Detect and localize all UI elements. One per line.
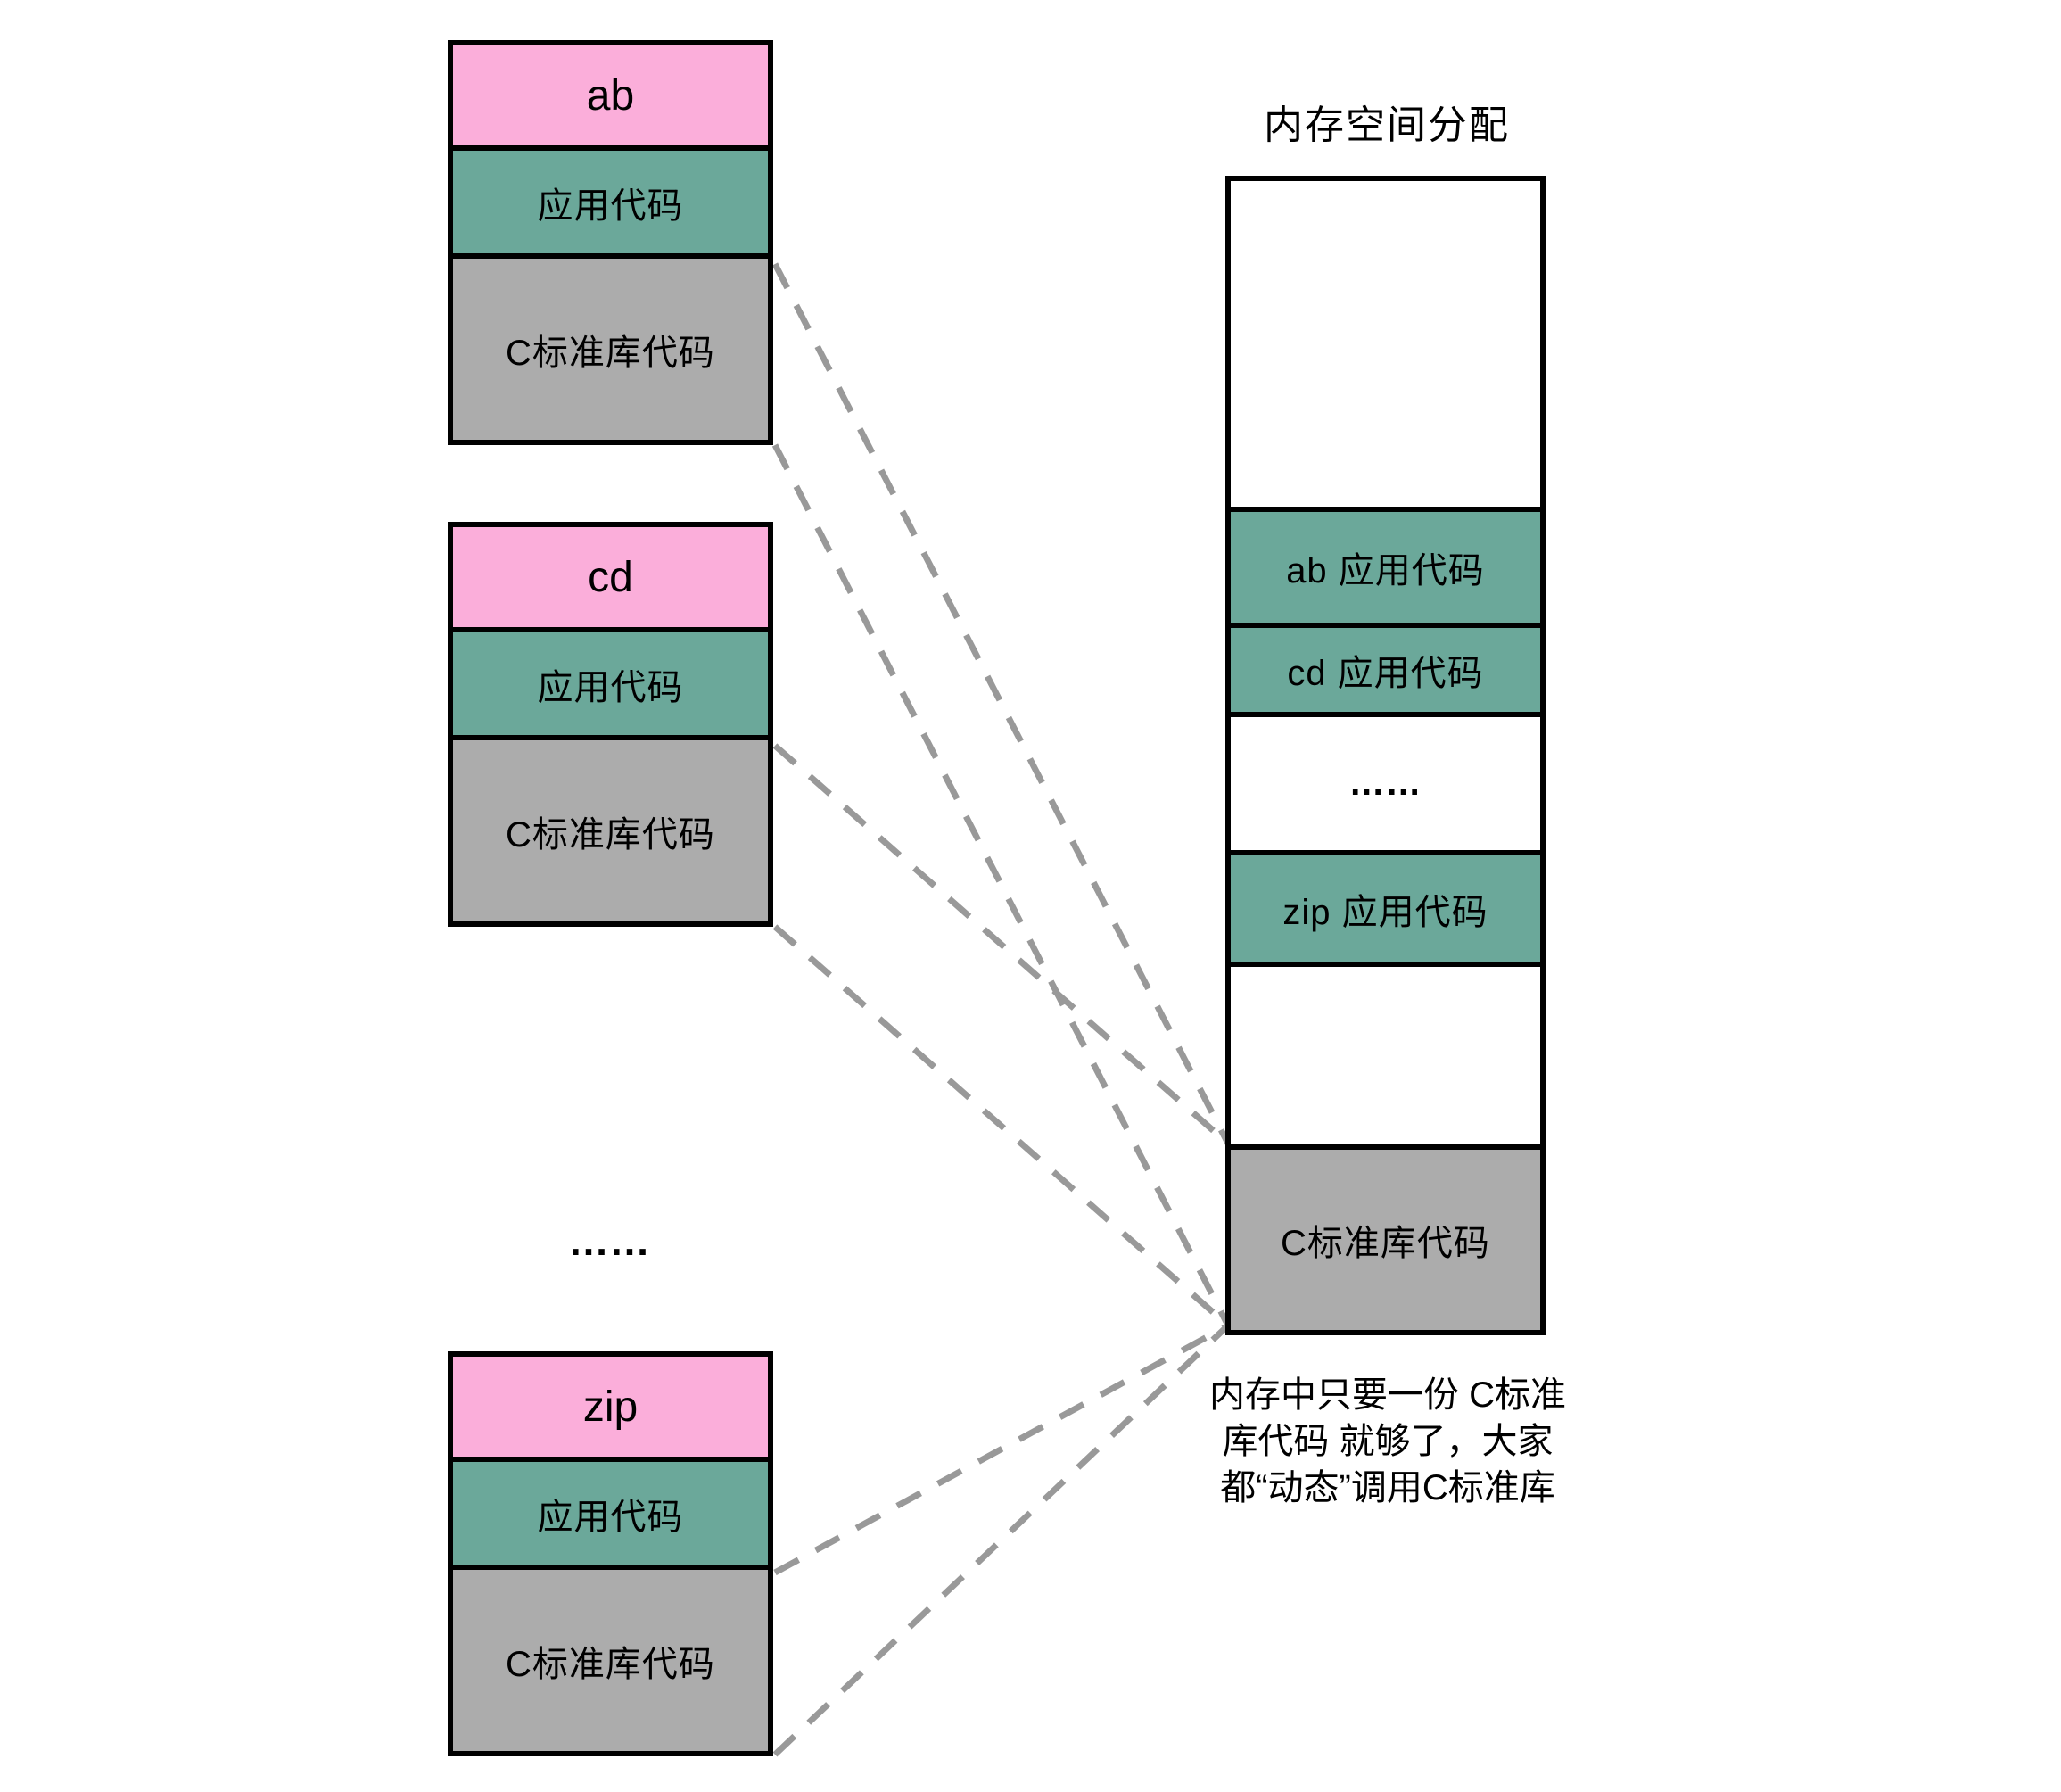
dashed-connector-cd-top bbox=[772, 743, 1231, 1146]
app-code-section: 应用代码 bbox=[453, 145, 768, 253]
program-name-label: cd bbox=[453, 527, 768, 627]
caption: 内存中只要一份 C标准 库代码 就够了，大家 都“动态”调用C标准库 bbox=[1165, 1372, 1611, 1511]
c-library-section: C标准库代码 bbox=[453, 735, 768, 921]
caption-line: 库代码 就够了，大家 bbox=[1222, 1422, 1554, 1461]
dashed-connector-zip-bottom bbox=[772, 1323, 1231, 1757]
memory-cd-app-section: cd 应用代码 bbox=[1231, 623, 1540, 712]
caption-line: 内存中只要一份 C标准 bbox=[1209, 1375, 1566, 1415]
memory-title: 内存空间分配 bbox=[1264, 103, 1510, 147]
memory-allocation-box: ab 应用代码 cd 应用代码 …… zip 应用代码 C标准库代码 bbox=[1225, 176, 1546, 1335]
more-programs-ellipsis: …… bbox=[568, 1218, 650, 1264]
program-box-ab: ab 应用代码 C标准库代码 bbox=[448, 40, 773, 445]
app-code-section: 应用代码 bbox=[453, 1457, 768, 1565]
dashed-connector-zip-top bbox=[773, 1322, 1230, 1576]
program-name-label: zip bbox=[453, 1357, 768, 1457]
c-library-section: C标准库代码 bbox=[453, 253, 768, 440]
program-box-cd: cd 应用代码 C标准库代码 bbox=[448, 522, 773, 927]
dashed-connector-ab-bottom bbox=[771, 443, 1232, 1327]
caption-line: 都“动态”调用C标准库 bbox=[1220, 1468, 1555, 1507]
dashed-connector-cd-bottom bbox=[772, 924, 1231, 1328]
memory-ellipsis-section: …… bbox=[1231, 712, 1540, 850]
program-name-label: ab bbox=[453, 45, 768, 145]
c-library-section: C标准库代码 bbox=[453, 1565, 768, 1751]
dashed-connector-ab-top bbox=[771, 262, 1232, 1145]
memory-free-section bbox=[1231, 962, 1540, 1144]
memory-ab-app-section: ab 应用代码 bbox=[1231, 507, 1540, 623]
memory-free-section bbox=[1231, 181, 1540, 507]
memory-zip-app-section: zip 应用代码 bbox=[1231, 850, 1540, 962]
memory-c-library-section: C标准库代码 bbox=[1231, 1144, 1540, 1330]
program-box-zip: zip 应用代码 C标准库代码 bbox=[448, 1351, 773, 1756]
app-code-section: 应用代码 bbox=[453, 627, 768, 735]
